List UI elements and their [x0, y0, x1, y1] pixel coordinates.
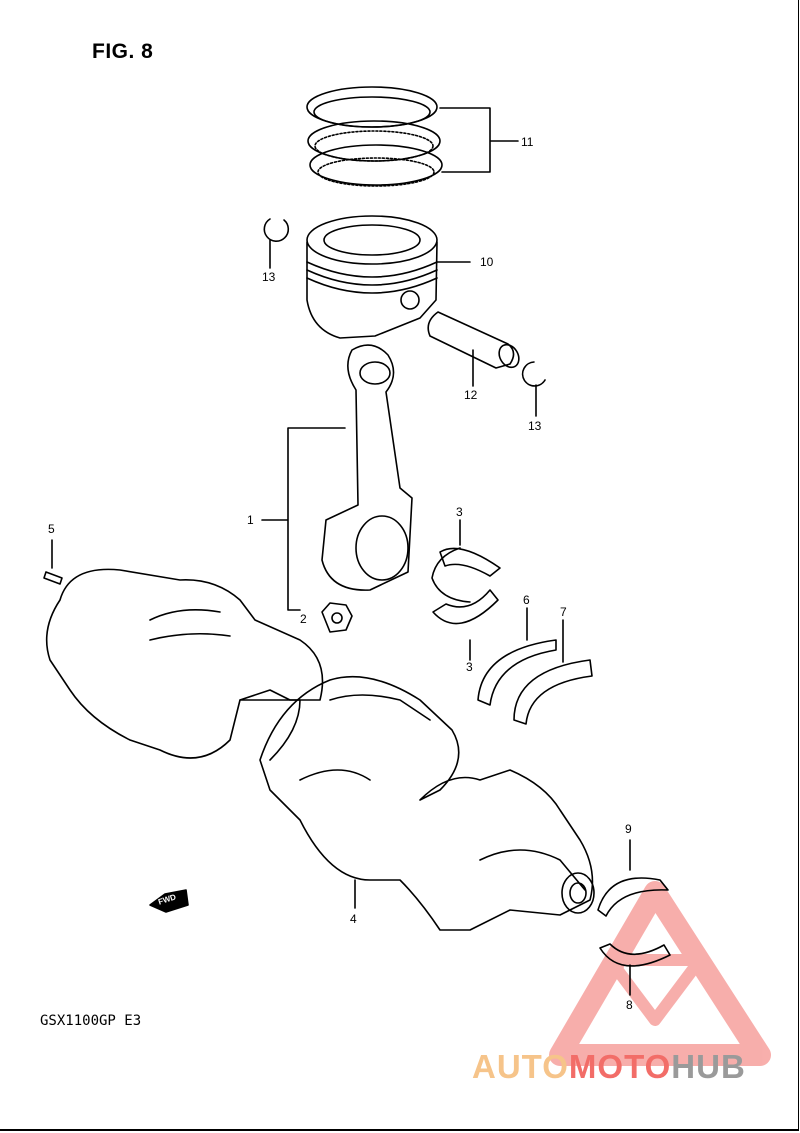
dowel-pin — [43, 539, 63, 585]
forward-arrow-icon — [149, 889, 189, 913]
piston-rings — [306, 86, 519, 187]
callout-5: 5 — [48, 522, 55, 536]
piston — [306, 215, 471, 339]
watermark-triangle-logo — [549, 881, 771, 1066]
callout-3-upper: 3 — [456, 505, 463, 519]
watermark-moto: MOTO — [568, 1048, 672, 1085]
rod-bearings — [431, 519, 501, 661]
main-bearings — [597, 839, 671, 996]
watermark-text: AUTOMOTOHUB — [472, 1048, 746, 1086]
callout-12: 12 — [464, 388, 478, 402]
callout-7: 7 — [560, 605, 567, 619]
callout-13-right: 13 — [528, 419, 542, 433]
callout-13-left: 13 — [262, 270, 276, 284]
rod-nut — [321, 602, 353, 633]
callout-3-lower: 3 — [466, 660, 473, 674]
thrust-bearings — [477, 607, 593, 725]
callout-6: 6 — [523, 593, 530, 607]
callout-9: 9 — [625, 822, 632, 836]
callout-2: 2 — [300, 612, 307, 626]
callout-11: 11 — [521, 135, 534, 149]
figure-title: FIG. 8 — [92, 40, 154, 63]
connecting-rod — [261, 344, 413, 611]
piston-pin — [427, 311, 520, 387]
watermark-auto: AUTO — [472, 1048, 569, 1085]
callout-10: 10 — [480, 255, 494, 269]
callout-1: 1 — [247, 513, 254, 527]
crankshaft — [45, 568, 595, 931]
model-code: GSX1100GP E3 — [40, 1013, 142, 1029]
callout-8: 8 — [626, 998, 633, 1012]
circlips — [263, 218, 546, 417]
callout-4: 4 — [350, 912, 357, 926]
watermark-hub: HUB — [671, 1048, 746, 1085]
